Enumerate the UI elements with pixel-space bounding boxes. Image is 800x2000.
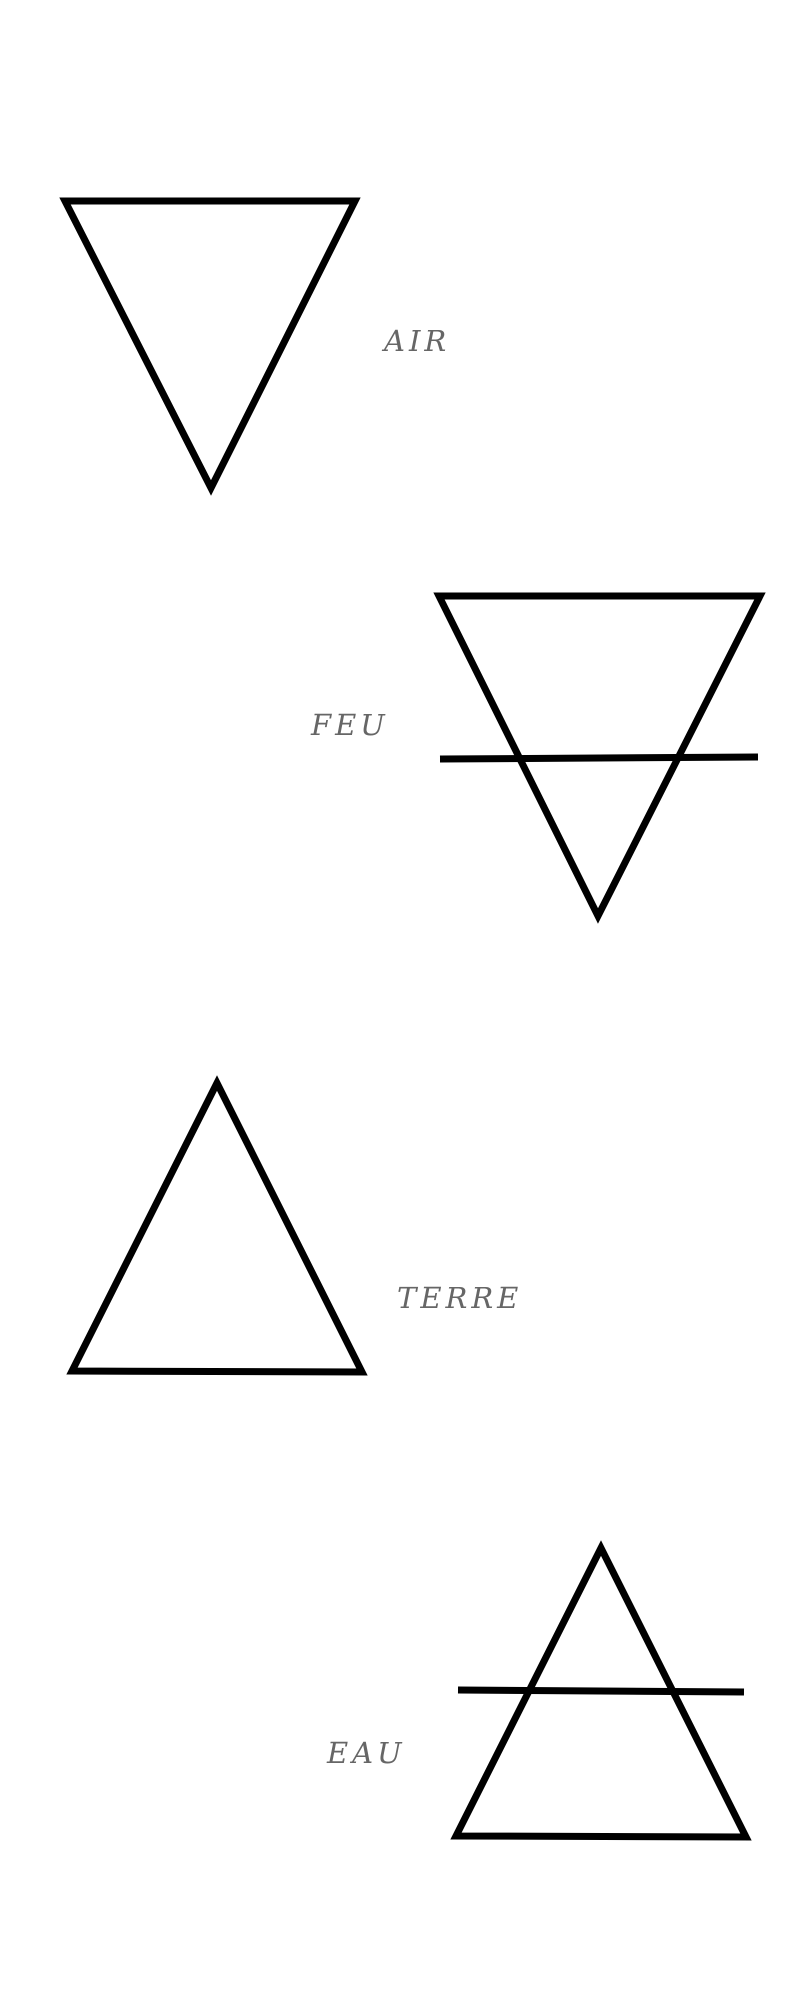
air-label: AIR [384, 324, 451, 358]
eau-label: EAU [327, 1736, 406, 1770]
feu-label: FEU [311, 708, 389, 742]
terre-label: TERRE [397, 1281, 523, 1315]
